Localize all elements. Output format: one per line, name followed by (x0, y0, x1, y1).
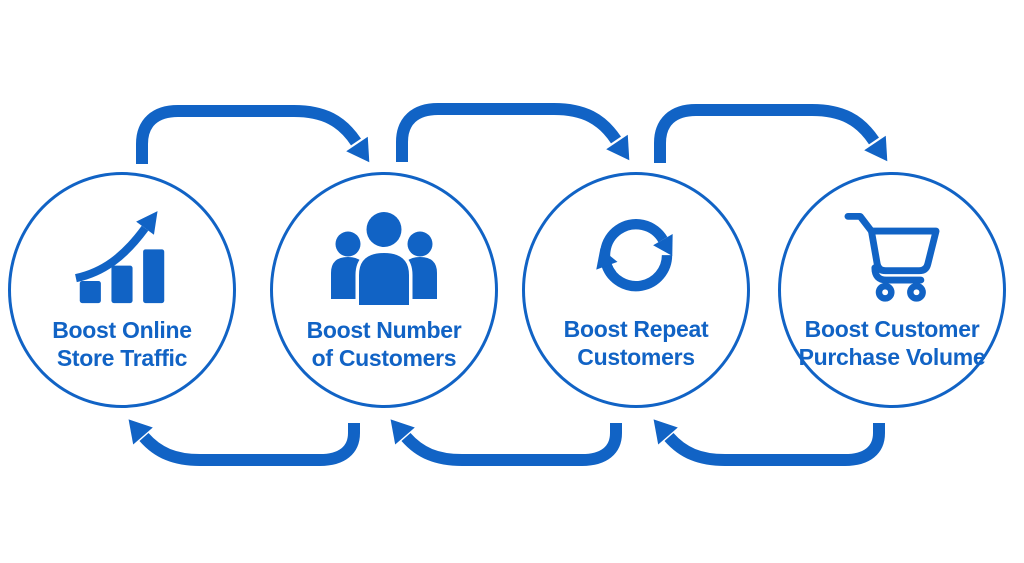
step-label-line2: Store Traffic (56, 344, 188, 371)
step-circle-online-store-traffic: Boost Online Store Traffic (8, 172, 236, 408)
step-circle-purchase-volume: Boost Customer Purchase Volume (778, 172, 1006, 408)
flow-arrow-top-1 (136, 105, 370, 164)
shopping-cart-icon (844, 212, 940, 302)
step-label-line2: of Customers (311, 344, 457, 371)
step-label: Boost Number of Customers (307, 316, 462, 372)
flow-arrow-bottom-1 (128, 419, 360, 466)
step-label: Boost Online Store Traffic (52, 316, 192, 372)
step-circle-repeat-customers: Boost Repeat Customers (522, 172, 750, 408)
step-label-line2: Customers (577, 343, 695, 370)
flow-arrow-top-2 (396, 103, 630, 162)
step-label: Boost Repeat Customers (564, 315, 709, 371)
step-label-line2: Purchase Volume (798, 343, 986, 370)
step-label-line1: Boost Repeat (563, 315, 709, 342)
step-label-line1: Boost Number (306, 316, 462, 343)
step-label-line1: Boost Customer (804, 315, 980, 342)
flow-arrow-bottom-3 (653, 419, 885, 466)
growth-chart-icon (74, 210, 165, 303)
flow-arrow-top-3 (654, 104, 888, 163)
repeat-cycle-icon (596, 218, 673, 291)
step-label-line1: Boost Online (52, 316, 192, 343)
step-label: Boost Customer Purchase Volume (799, 315, 986, 371)
step-circle-number-of-customers: Boost Number of Customers (270, 172, 498, 408)
flow-arrow-bottom-2 (390, 419, 622, 466)
customers-group-icon (331, 208, 437, 305)
